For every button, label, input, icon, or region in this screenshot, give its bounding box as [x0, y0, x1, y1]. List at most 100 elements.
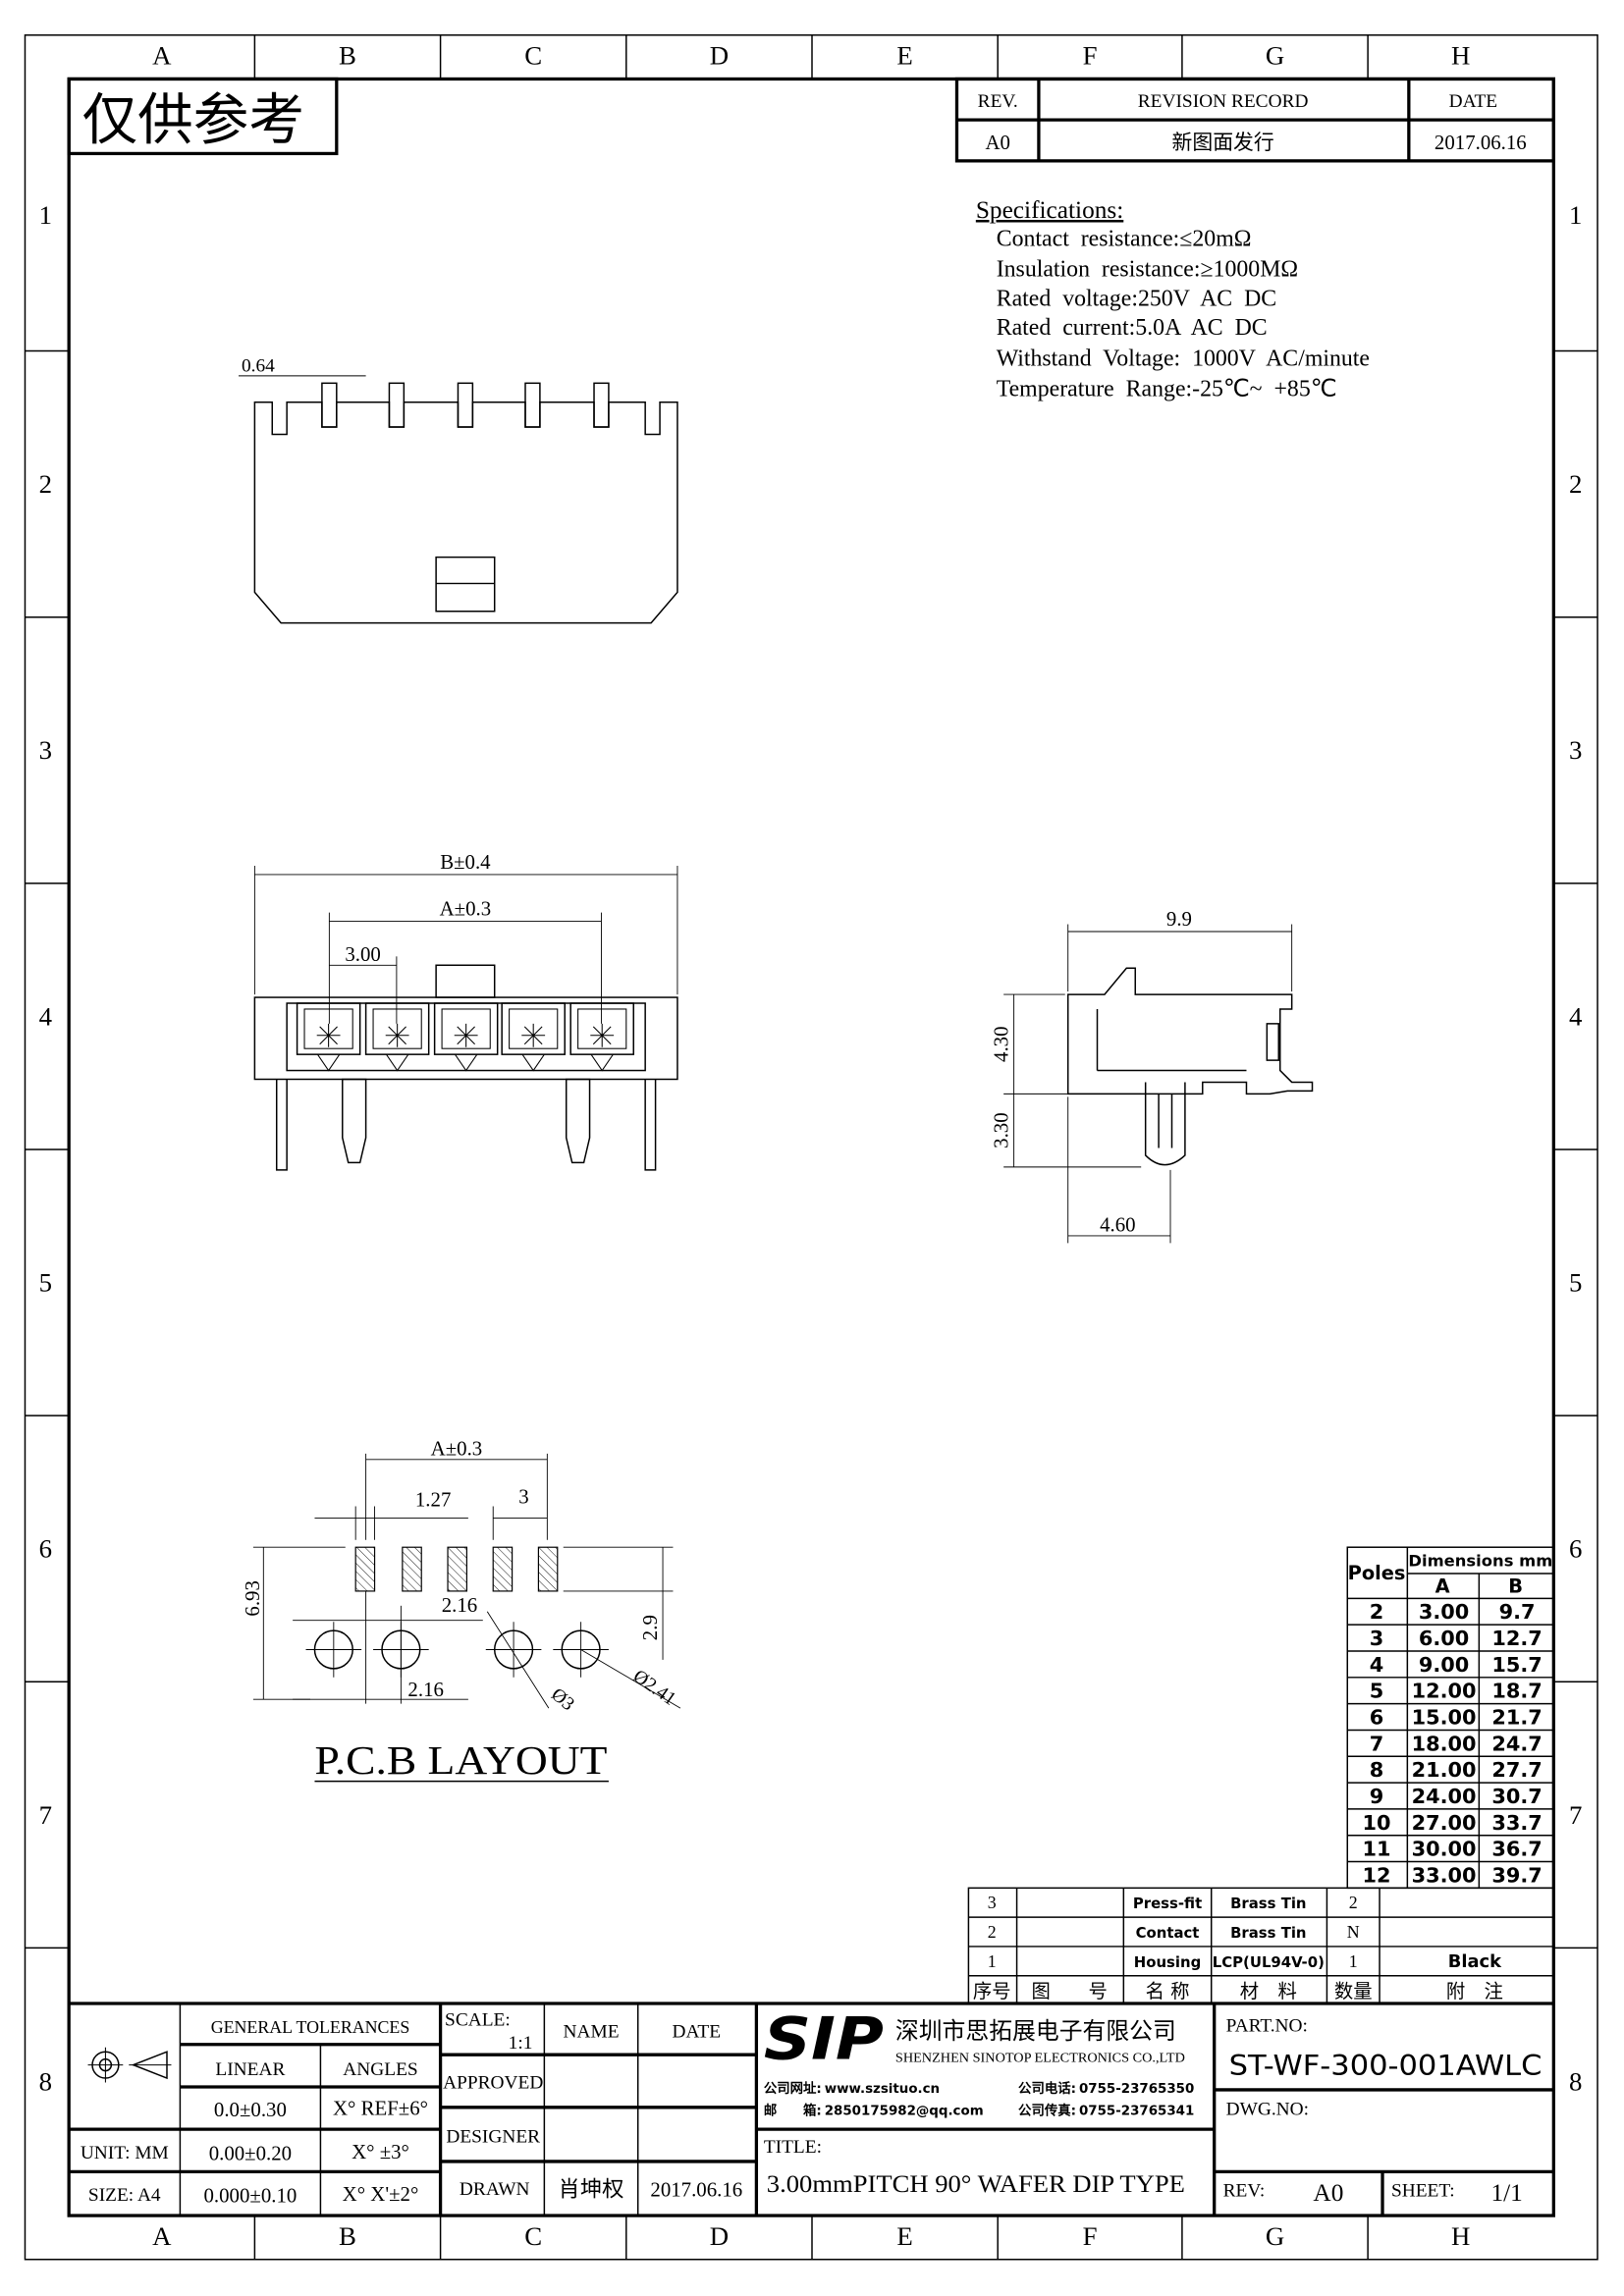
zone-column-label-top: D — [710, 41, 729, 71]
zone-column-label-bottom: E — [896, 2221, 912, 2251]
drawn-label: DRAWN — [460, 2179, 530, 2200]
linear-tol-2: 0.00±0.20 — [209, 2141, 292, 2164]
bom-header: 图 号 — [1031, 1980, 1107, 2002]
table-cell: 15.00 — [1412, 1705, 1477, 1729]
phone-label: 公司电话: — [1018, 2080, 1076, 2097]
specs-title: Specifications: — [976, 196, 1123, 224]
contact-cavity — [569, 1002, 634, 1055]
pin-outline — [457, 382, 474, 428]
zone-row-label-left: 3 — [39, 735, 52, 765]
zone-row-label-right: 4 — [1569, 1001, 1582, 1031]
dim-hole-spacing-top: 2.16 — [442, 1593, 477, 1617]
dim-pitch: 3.00 — [345, 942, 380, 966]
table-cell: 6 — [1370, 1705, 1384, 1729]
projection-symbol-icon — [87, 2047, 172, 2083]
cavity-taper — [317, 1053, 341, 1072]
table-cell: 8 — [1370, 1758, 1384, 1782]
part-no-label: PART.NO: — [1226, 2015, 1308, 2036]
general-tolerances-label: GENERAL TOLERANCES — [211, 2017, 410, 2037]
sheet-value: 1/1 — [1490, 2179, 1522, 2207]
revision-table: REV. REVISION RECORD DATE A0 新图面发行 2017.… — [954, 77, 1555, 163]
phone-value: 0755-23765350 — [1079, 2082, 1194, 2097]
table-cell: 7 — [1370, 1732, 1384, 1755]
contact-symbol — [316, 1023, 341, 1047]
pcb-pad — [537, 1546, 559, 1592]
table-cell: 30.00 — [1412, 1838, 1477, 1861]
cavity-taper — [455, 1053, 478, 1072]
spec-line: Insulation resistance:≥1000MΩ — [997, 257, 1298, 283]
pcb-pad — [447, 1546, 468, 1592]
table-cell: 27.00 — [1412, 1811, 1477, 1835]
table-cell: 30.7 — [1491, 1785, 1542, 1808]
table-cell: 18.00 — [1412, 1732, 1477, 1755]
pcb-layout-title: P.C.B LAYOUT — [314, 1738, 607, 1784]
bom-cell: LCP(UL94V-0) — [1213, 1953, 1325, 1971]
dwg-no-label: DWG.NO: — [1226, 2099, 1309, 2119]
linear-label: LINEAR — [215, 2059, 285, 2080]
table-cell: 18.7 — [1491, 1680, 1542, 1703]
bom-cell: Press-fit — [1133, 1895, 1202, 1912]
scale-label: SCALE: — [445, 2009, 511, 2030]
table-cell: 9.7 — [1499, 1600, 1536, 1624]
company-logo: SIP — [764, 2006, 884, 2074]
pcb-layout-drawing: A±0.3 1.27 3 6.93 2.9 2.16 2.16 Ø3 Ø2.41… — [241, 1436, 681, 1784]
contact-cavity — [296, 1002, 361, 1055]
spec-line: Rated voltage:250V AC DC — [997, 286, 1276, 311]
zone-row-label-right: 3 — [1569, 735, 1582, 765]
bom-header: 附 注 — [1446, 1980, 1503, 2002]
bom-cell: Brass Tin — [1230, 1895, 1306, 1912]
bom-header: 数量 — [1334, 1980, 1373, 2002]
cavity-inner — [577, 1008, 627, 1049]
table-cell: 3 — [1370, 1627, 1384, 1650]
rev-value-block: A0 — [1313, 2179, 1343, 2207]
contact-cavity — [433, 1002, 499, 1055]
size-label: SIZE: A4 — [88, 2185, 161, 2206]
contact-symbol — [590, 1023, 615, 1047]
dim-side-height: 4.30 — [990, 1026, 1013, 1061]
bom-header: 名 称 — [1146, 1980, 1190, 2002]
bom-header: 材 料 — [1240, 1980, 1297, 2002]
dim-side-depth: 9.9 — [1166, 907, 1192, 931]
table-cell: 9 — [1370, 1785, 1384, 1808]
hole-centerline — [485, 1622, 542, 1678]
bom-cell: 1 — [988, 1951, 997, 1971]
contact-symbol — [454, 1023, 478, 1047]
specifications: Specifications: Contact resistance:≤20mΩ… — [976, 196, 1370, 402]
dimensions-header: Dimensions mm — [1408, 1552, 1552, 1571]
dim-side-offset: 4.60 — [1100, 1212, 1135, 1236]
cavity-taper — [386, 1053, 409, 1072]
title-label: TITLE: — [764, 2137, 822, 2158]
svg-text:公司传真:0755-23765341: 公司传真:0755-23765341 — [1018, 2102, 1194, 2118]
bom-cell: N — [1347, 1922, 1360, 1942]
zone-column-label-top: C — [524, 41, 542, 71]
zone-column-label-top: E — [896, 41, 912, 71]
hole-centerline — [305, 1622, 362, 1678]
table-cell: 12.00 — [1412, 1680, 1477, 1703]
table-cell: 21.00 — [1412, 1758, 1477, 1782]
drawn-name: 肖坤权 — [559, 2177, 624, 2203]
cavity-inner — [372, 1008, 422, 1049]
pin-outline — [524, 382, 541, 428]
table-cell: 12 — [1363, 1863, 1391, 1887]
dim-pad-width: 1.27 — [415, 1488, 451, 1512]
email-value: 2850175982@qq.com — [825, 2104, 984, 2118]
angle-tol-1: X° REF±6° — [333, 2096, 428, 2119]
company-name-cn: 深圳市思拓展电子有限公司 — [895, 2017, 1176, 2045]
dim-pcb-a-tolerance: A±0.3 — [431, 1436, 483, 1460]
table-cell: 39.7 — [1491, 1863, 1542, 1887]
linear-tol-3: 0.000±0.10 — [203, 2184, 297, 2208]
bom-cell: Brass Tin — [1230, 1924, 1306, 1942]
poles-header: Poles — [1348, 1562, 1406, 1584]
approved-label: APPROVED — [443, 2072, 543, 2093]
zone-column-label-top: A — [152, 41, 172, 71]
contact-cavity — [364, 1002, 430, 1055]
web-value: www.szsituo.cn — [825, 2082, 940, 2097]
table-cell: 9.00 — [1419, 1653, 1469, 1677]
col-a-header: A — [1435, 1575, 1450, 1597]
zone-row-label-left: 6 — [39, 1534, 52, 1564]
top-view-drawing: 0.64 — [238, 355, 678, 624]
table-cell: 10 — [1363, 1811, 1391, 1835]
